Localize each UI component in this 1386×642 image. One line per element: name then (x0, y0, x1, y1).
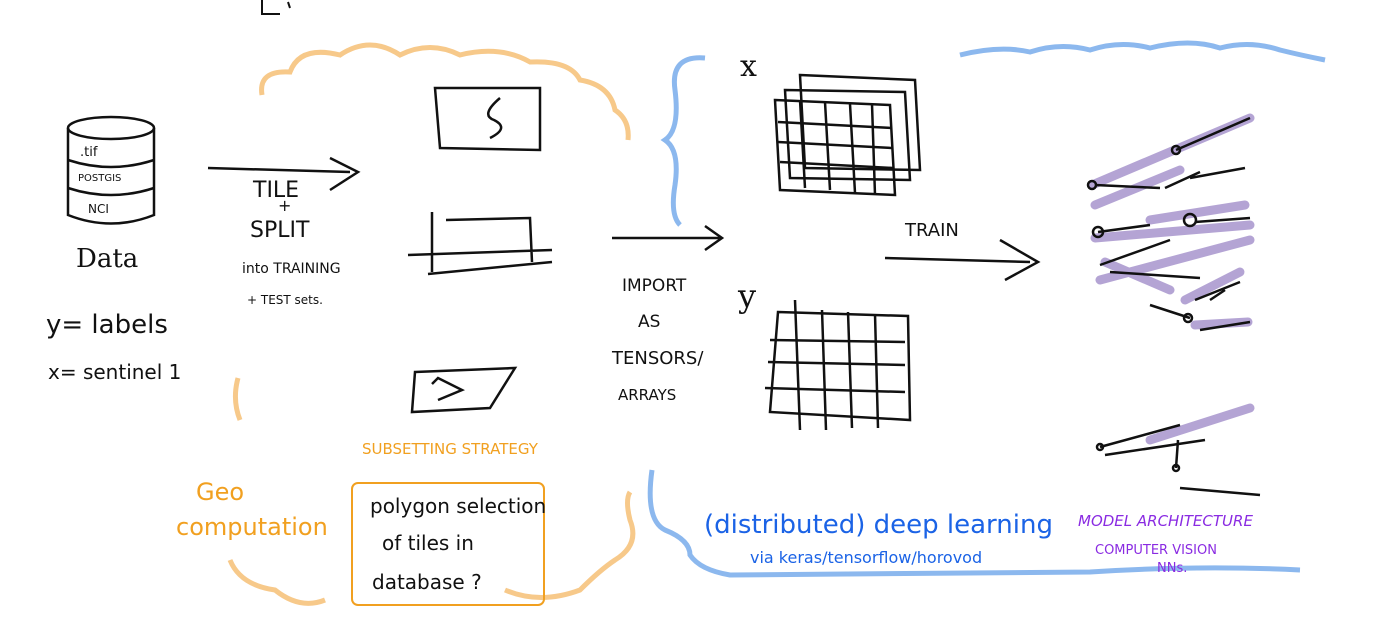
db-label-nci: NCI (88, 202, 109, 216)
train-label: TRAIN (905, 220, 959, 241)
into-training-text: into TRAINING (242, 261, 341, 277)
import-line-4: ARRAYS (618, 386, 677, 404)
arrow-tile (207, 156, 361, 192)
split-tile-icon (407, 212, 553, 276)
y-tensor-grid-icon (764, 299, 912, 431)
neural-net-highlight (1087, 113, 1255, 445)
geo-text: Geo (196, 478, 245, 506)
y-label-text: y= labels (46, 310, 168, 340)
import-line-2: AS (638, 312, 661, 332)
arrow-train (884, 238, 1041, 282)
deep-learning-subtitle: via keras/tensorflow/horovod (750, 548, 983, 567)
top-scribble (261, 0, 291, 15)
import-line-3: TENSORS/ (612, 348, 704, 369)
x-tensor-label: x (740, 49, 757, 84)
y-tensor-label: y (738, 277, 757, 315)
blue-bracket-top (660, 55, 706, 227)
blue-bracket-bottom (647, 469, 1301, 578)
blue-wave-top (959, 40, 1326, 63)
import-line-1: IMPORT (622, 276, 687, 296)
split-text: SPLIT (250, 218, 310, 243)
tile-square-icon (433, 86, 542, 152)
orange-cloud-top (259, 42, 631, 141)
x-label-text: x= sentinel 1 (48, 360, 182, 384)
db-label-postgis: POSTGIS (78, 173, 122, 184)
nns-text: NNs. (1157, 561, 1188, 576)
polygon-tile-icon (410, 366, 518, 414)
subset-note-line-3: database ? (372, 570, 482, 594)
test-sets-text: + TEST sets. (247, 293, 323, 307)
db-label-tif: .tif (80, 145, 98, 160)
subset-note-line-1: polygon selection (370, 494, 547, 518)
subset-note-box (351, 482, 545, 606)
data-title: Data (76, 244, 139, 274)
subsetting-strategy-title: SUBSETTING STRATEGY (362, 440, 538, 458)
deep-learning-title: (distributed) deep learning (704, 510, 1053, 540)
tile-text: TILE (253, 178, 300, 203)
database-icon (66, 115, 156, 225)
subset-note-line-2: of tiles in (382, 531, 474, 555)
orange-cloud-bottom (227, 377, 636, 606)
model-architecture-title: MODEL ARCHITECTURE (1078, 512, 1253, 530)
computer-vision-text: COMPUTER VISION (1095, 543, 1217, 558)
computation-text: computation (176, 513, 328, 541)
x-tensor-grid-icon (773, 73, 922, 197)
neural-net-icon (1086, 116, 1261, 497)
arrow-import (612, 224, 725, 252)
plus-text: + (278, 196, 292, 215)
